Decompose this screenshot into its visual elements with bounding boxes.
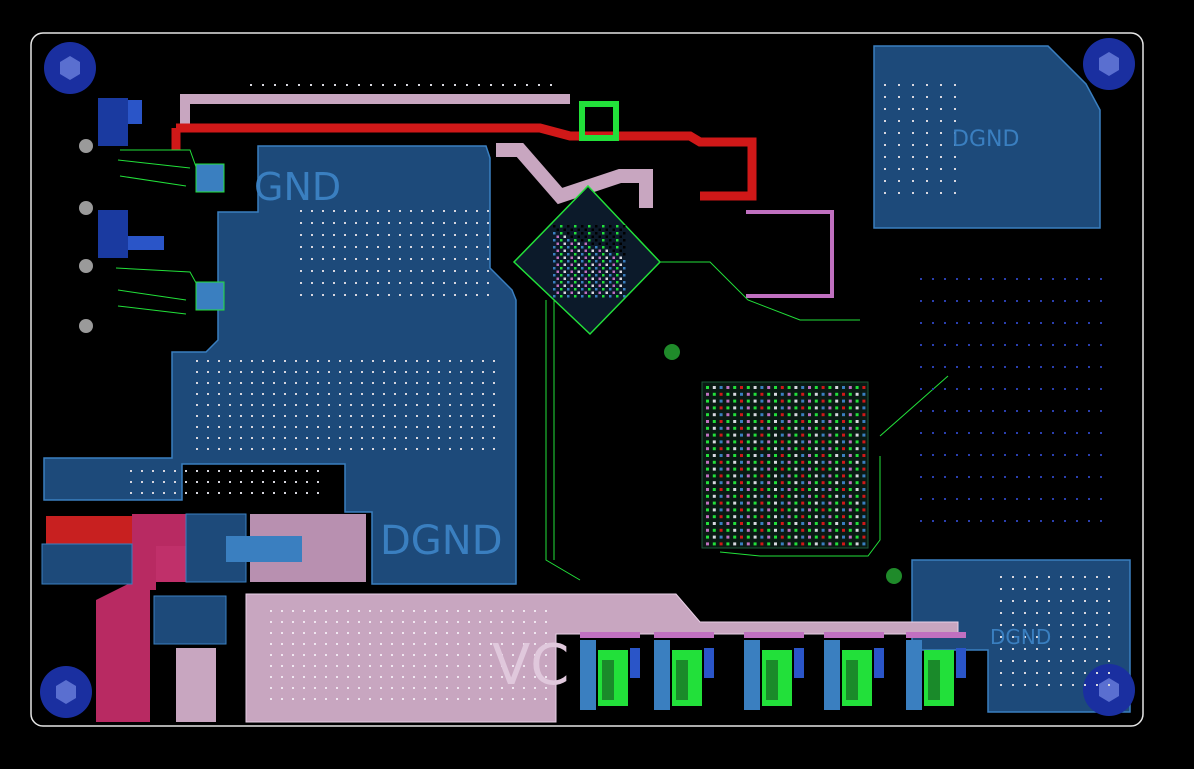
green-component-top[interactable] [579,101,619,141]
mounting-holes [40,38,1135,718]
vcc-label: VC [492,633,569,698]
bga-chip[interactable] [701,381,869,549]
pour-fragment-left [41,543,133,585]
dgnd-pour-top-right[interactable] [873,45,1101,229]
pour-fragment-lower [153,595,227,645]
dgnd-label-top-right: DGND [952,127,1019,152]
cpu-diamond-chip[interactable] [512,184,662,336]
test-points-left [79,139,93,333]
pink-diagonal-trace [496,143,653,208]
board-outline [30,32,1144,727]
via-fields [130,84,1110,700]
gnd-label: GND [254,165,341,209]
red-power-trace [171,123,757,201]
dgnd-label-center: DGND [380,518,503,564]
gnd-pour-main[interactable] [43,145,517,585]
via-green-1 [664,344,680,360]
left-ic-packages[interactable] [195,163,225,311]
green-traces [115,149,949,581]
connector-pads-left [98,98,164,258]
dgnd-label-bottom-right: DGND [990,625,1051,649]
pour-fragment-mid2 [226,536,302,562]
purple-trace-bracket [746,210,834,298]
via-green-2 [886,568,902,584]
bottom-component-row[interactable] [580,632,966,710]
